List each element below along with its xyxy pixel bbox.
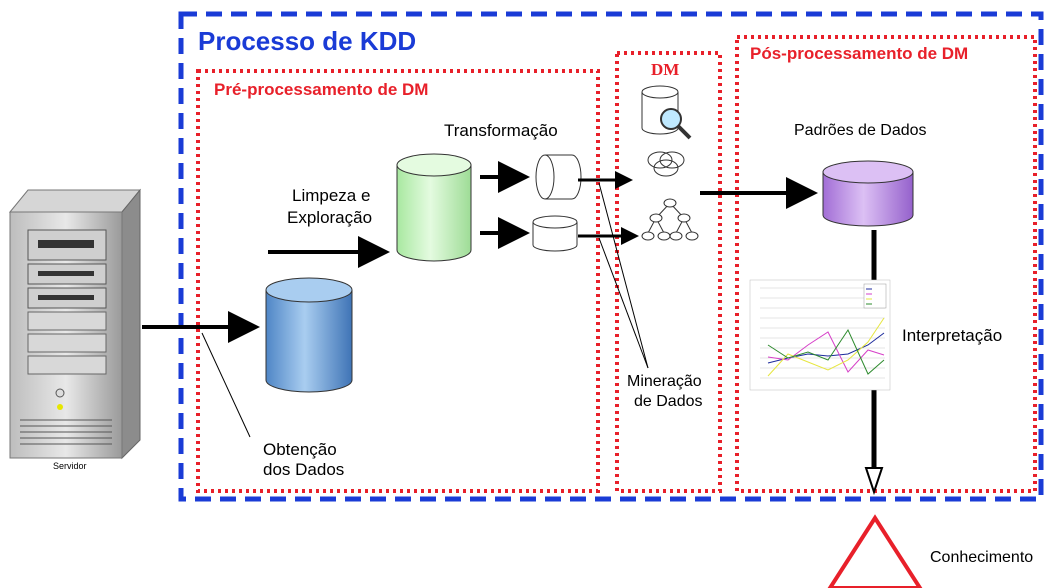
obtencao-label-line2: dos Dados	[263, 460, 345, 479]
obtencao-label-line1: Obtenção	[263, 440, 337, 459]
transformed-data-database-icon	[532, 215, 578, 252]
dm-decision-tree-icon	[641, 198, 699, 241]
obtencao-leader	[201, 332, 251, 438]
knowledge-triangle-icon	[827, 514, 923, 588]
section-title-dm: DM	[651, 60, 680, 79]
arrow-head-knowledge	[864, 467, 884, 496]
transformed-data-cylinder-icon	[535, 154, 582, 200]
limpeza-label-line2: Exploração	[287, 208, 373, 227]
post-processing-border	[735, 35, 1037, 493]
clean-data-database-icon	[396, 153, 472, 262]
server-label: Servidor	[53, 461, 87, 471]
mineracao-leader-2	[598, 237, 649, 369]
server-icon	[8, 188, 142, 460]
raw-data-database-icon	[265, 277, 353, 393]
interpretacao-label: Interpretação	[902, 326, 1003, 345]
dm-database-search-icon	[641, 85, 692, 140]
section-title-post: Pós-processamento de DM	[750, 44, 969, 63]
patterns-database-icon	[822, 160, 914, 227]
dm-clustering-icon	[647, 151, 685, 177]
dm-border	[615, 51, 722, 493]
transformacao-label: Transformação	[444, 121, 558, 140]
pre-processing-border	[196, 69, 600, 493]
limpeza-label-line1: Limpeza e	[292, 186, 371, 205]
mineracao-leader-1	[598, 182, 649, 369]
interpretation-chart-icon	[749, 279, 891, 391]
page-title: Processo de KDD	[198, 26, 417, 56]
padroes-label: Padrões de Dados	[794, 122, 927, 139]
conhecimento-label: Conhecimento	[930, 549, 1034, 566]
mineracao-label-line1: Mineração	[627, 373, 702, 390]
section-title-pre: Pré-processamento de DM	[214, 80, 429, 99]
kdd-process-border	[178, 11, 1044, 502]
mineracao-label-line2: de Dados	[634, 393, 703, 410]
